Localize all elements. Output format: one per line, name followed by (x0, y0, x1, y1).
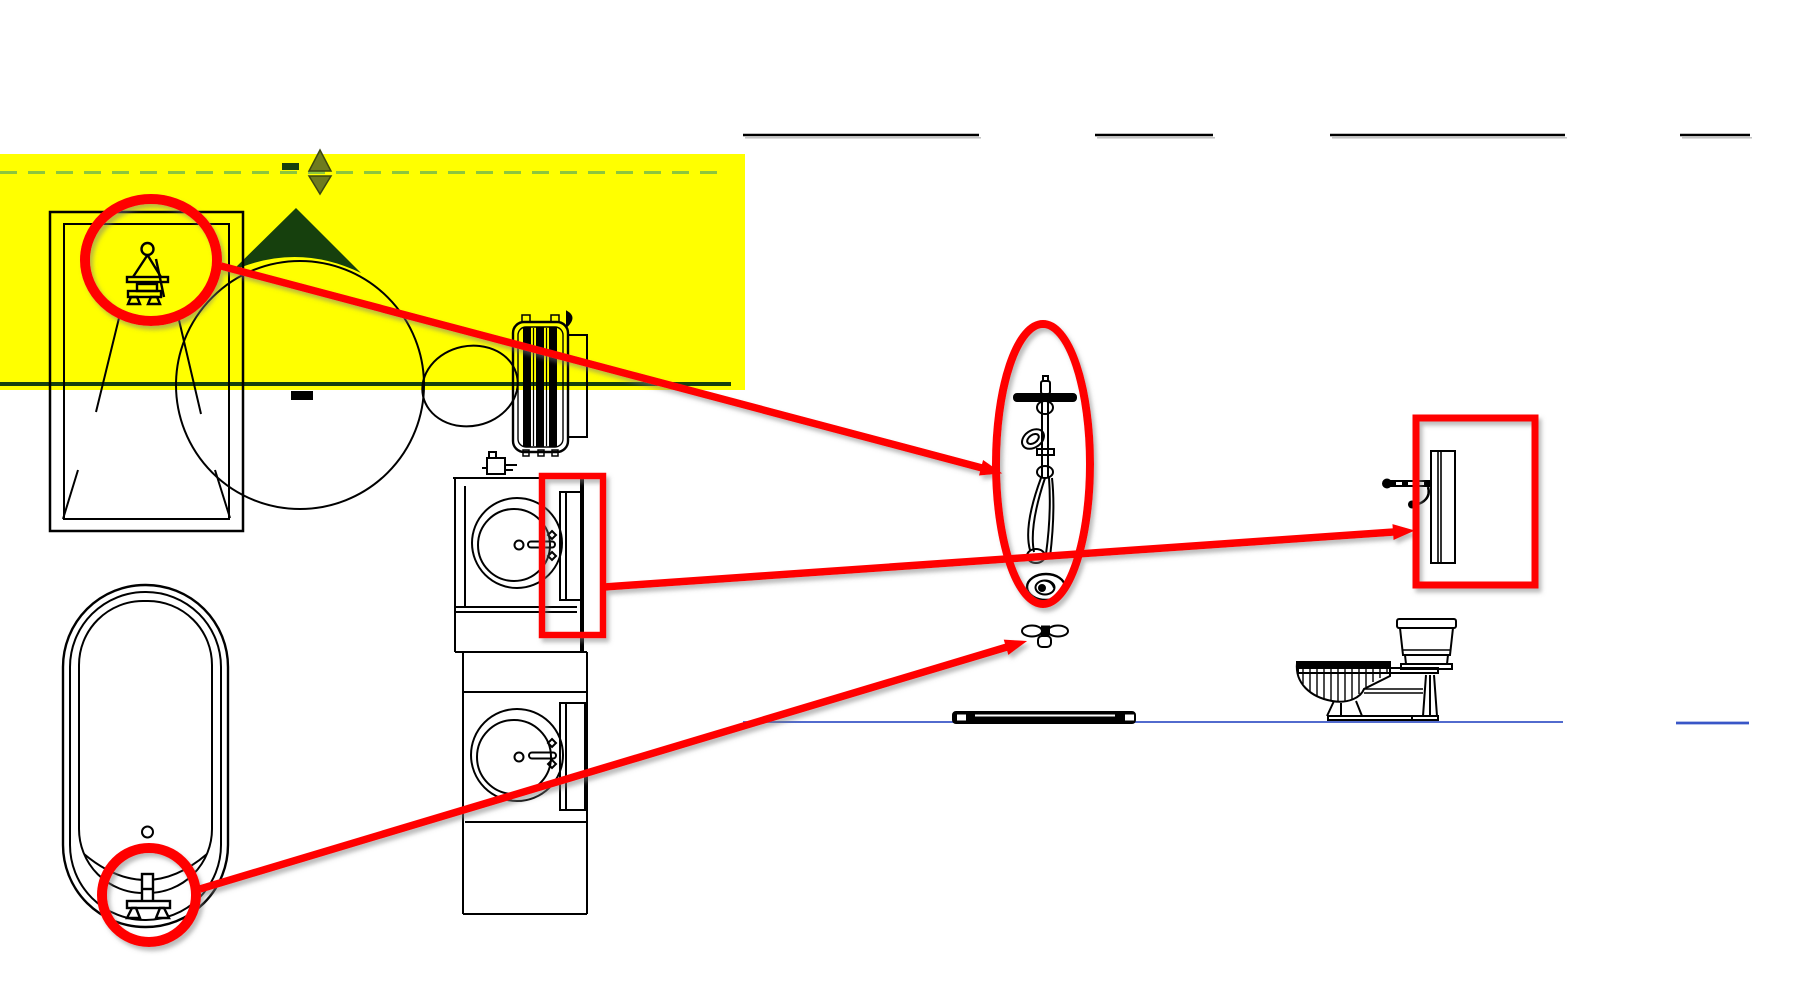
tub-filler-faucet[interactable] (125, 872, 172, 920)
shower-mixer-valve-symbol[interactable] (125, 241, 170, 306)
clearance-circle[interactable] (175, 260, 425, 510)
callout-circle-shower-mixer (80, 194, 222, 326)
wall-tap-side (1382, 478, 1431, 509)
hand-shower-head (1021, 428, 1045, 450)
section-marker-triangle (232, 208, 361, 273)
radiator-valve-flag (566, 310, 573, 329)
tap-plan-symbol[interactable] (1021, 624, 1069, 648)
drag-arrow-down-icon (307, 175, 333, 196)
shower-tray-plan[interactable] (48, 210, 245, 533)
towel-radiator[interactable] (511, 310, 588, 457)
mirror-side-elevation[interactable] (1382, 450, 1456, 564)
level-cut-line[interactable] (0, 382, 731, 386)
level-datum-lines[interactable] (743, 133, 1752, 139)
wall-mirror-panel (1430, 450, 1456, 564)
vanity-side-panel-lower (559, 702, 586, 811)
plan-dash-mark (291, 391, 313, 400)
shower-arm-bar (1013, 393, 1077, 402)
basin-faucet-side (482, 451, 517, 475)
callout-arrow-2 (603, 524, 1415, 591)
floor-datum-lines[interactable] (743, 721, 1749, 725)
drag-arrow-up-icon (307, 148, 333, 172)
callout-rect-mirror (1412, 414, 1539, 589)
clearance-oval[interactable] (415, 337, 526, 435)
level-handle-dash[interactable] (282, 163, 299, 170)
toilet-rim (1296, 661, 1391, 667)
callout-arrow-3 (198, 639, 1028, 893)
callout-arrow-1 (220, 262, 1003, 476)
callout-annotations (80, 194, 1539, 947)
shower-column-elevation[interactable] (1013, 375, 1077, 602)
vanity-sinks-elevation[interactable] (453, 451, 588, 915)
tray-break-marks (62, 317, 231, 520)
toilet-side-elevation[interactable] (1295, 618, 1457, 721)
level-drag-arrows[interactable] (307, 148, 333, 196)
tub-drain (141, 825, 154, 839)
towel-bar-elevation[interactable] (952, 711, 1136, 724)
callout-circle-tub-filler (97, 843, 201, 947)
callout-rect-vanity-panel (538, 472, 607, 639)
level-highlight-band (0, 154, 745, 390)
basin-lever-lower (528, 751, 557, 760)
vanity-side-panel-upper (559, 491, 584, 601)
